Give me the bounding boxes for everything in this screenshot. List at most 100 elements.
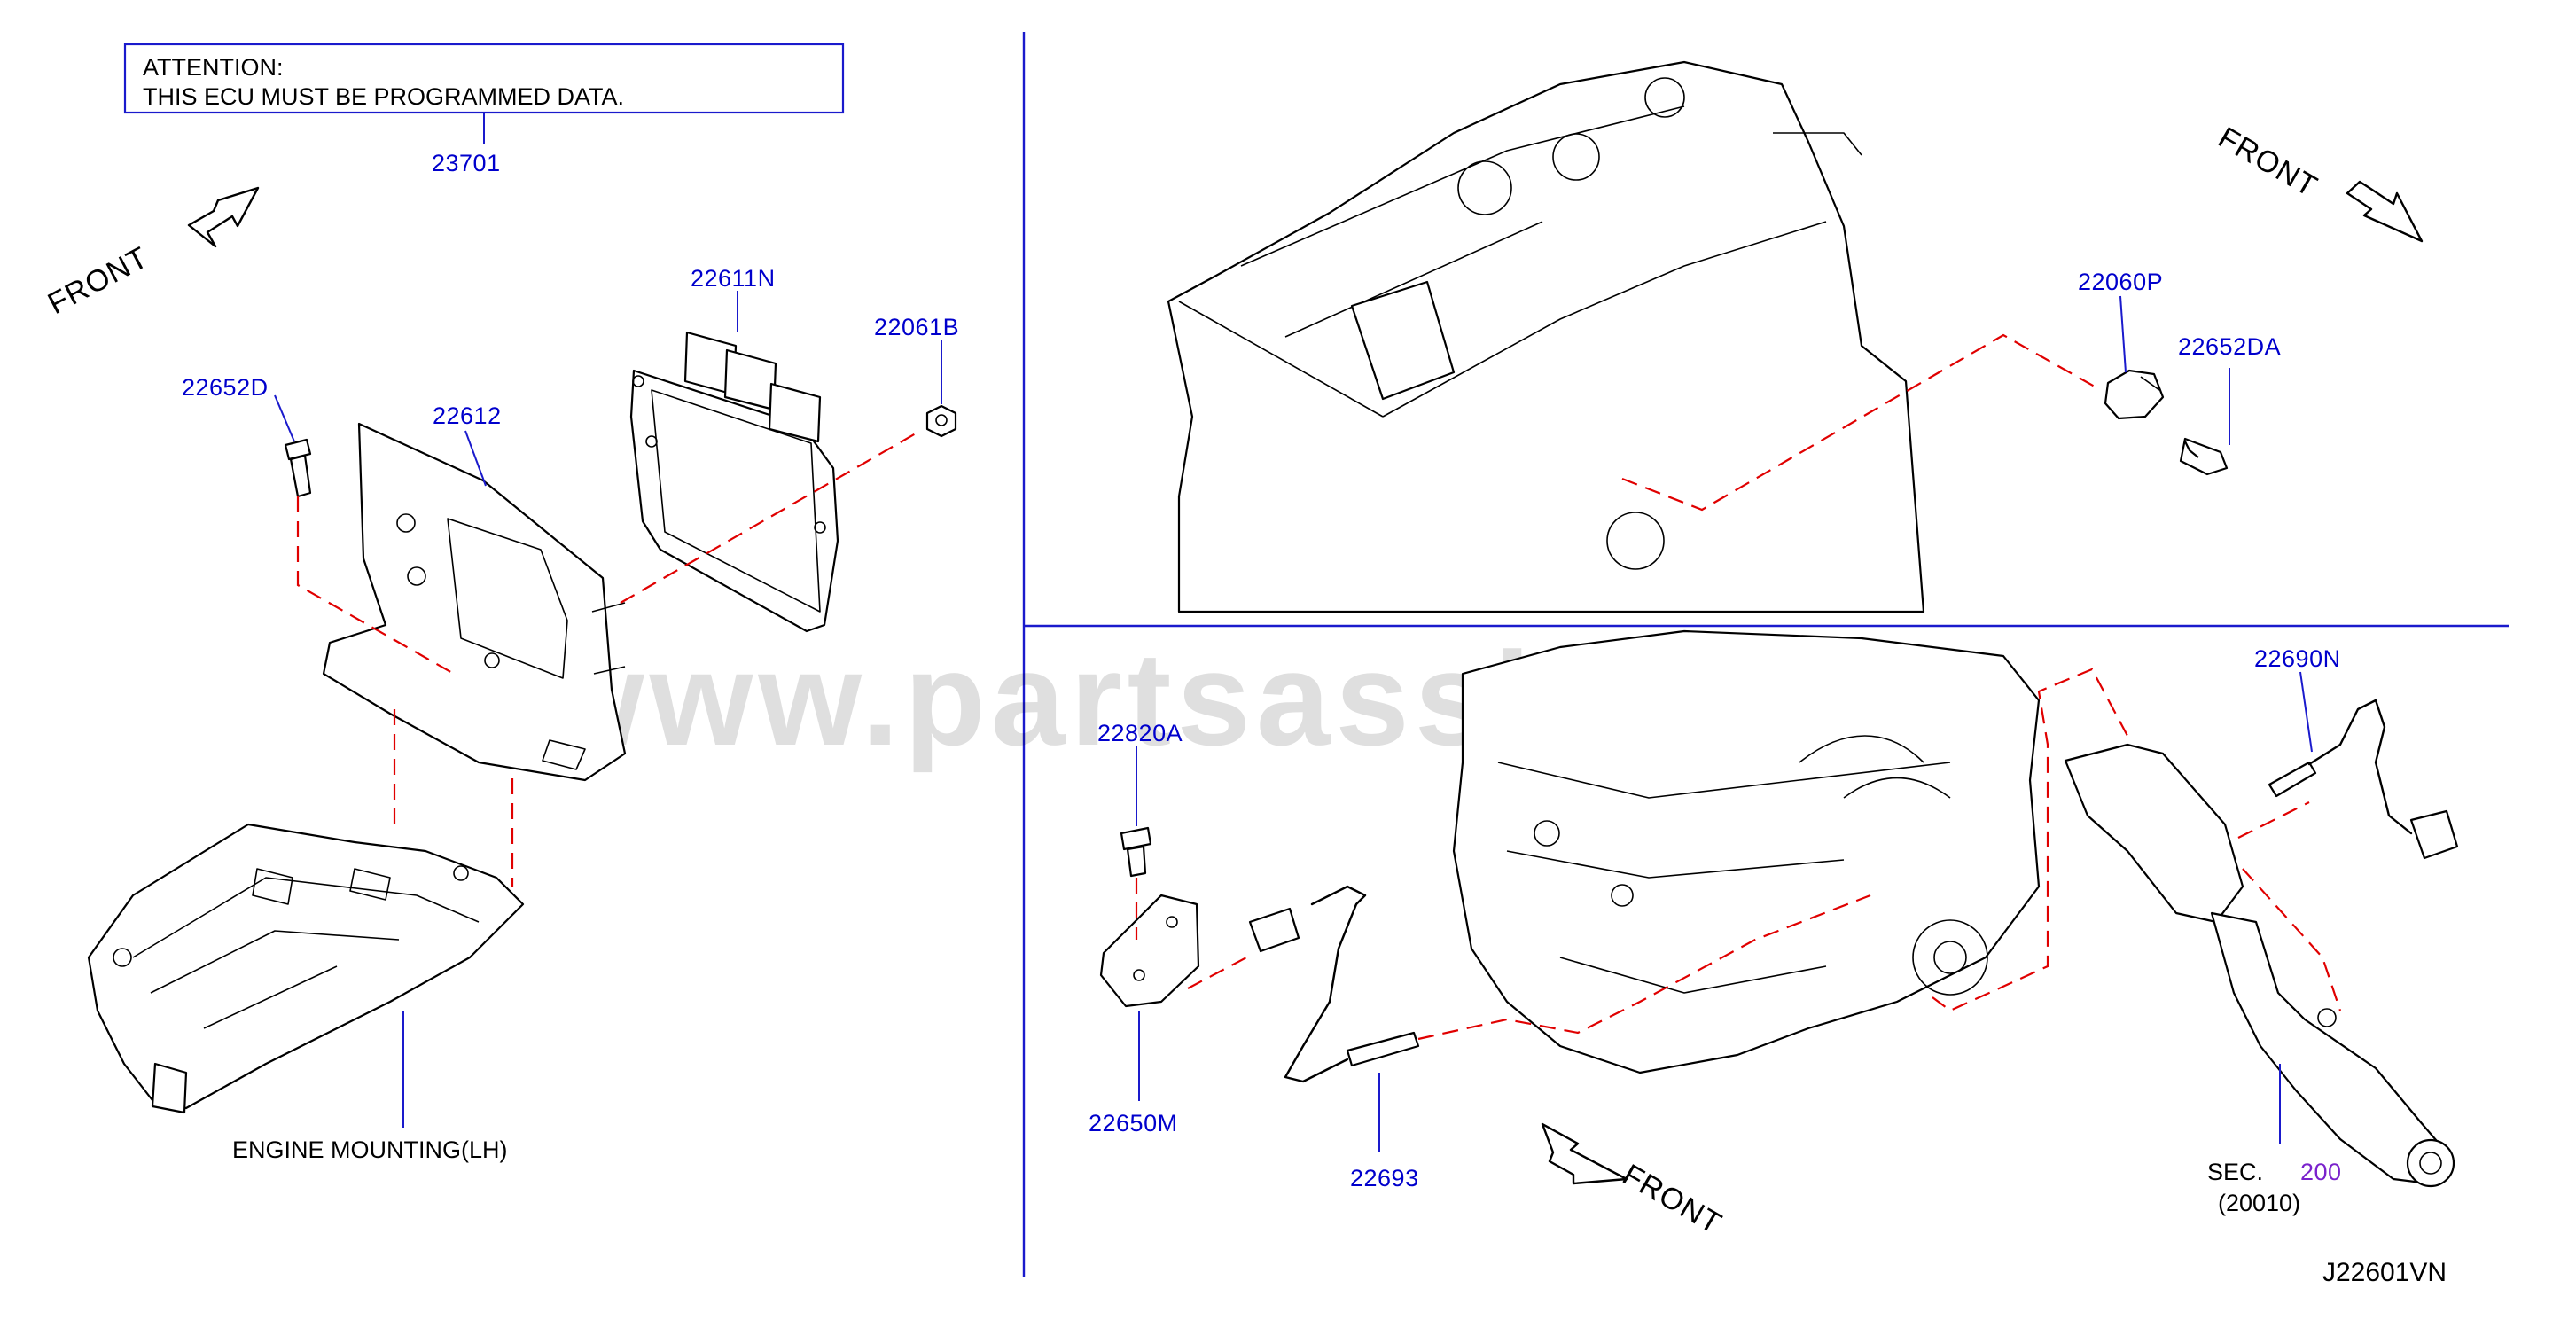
bracket-cutout bbox=[447, 518, 568, 679]
mounting-hole-2 bbox=[453, 865, 469, 881]
knock-sensor-edge bbox=[2140, 376, 2160, 391]
engine-bottom-contours bbox=[1497, 762, 1951, 994]
dash-bracket-to-connector bbox=[1187, 955, 1251, 989]
bolt-head bbox=[284, 438, 312, 461]
part-label-22060P[interactable]: 22060P bbox=[2078, 269, 2163, 295]
nut-hole bbox=[935, 414, 948, 426]
part-label-22693[interactable]: 22693 bbox=[1350, 1165, 1419, 1191]
front-arrow-bottom-icon bbox=[1541, 1122, 1628, 1185]
bolt-22652D-drawing bbox=[284, 438, 312, 498]
mounting-leg bbox=[151, 1062, 188, 1114]
notice-box bbox=[123, 43, 845, 114]
sec-ref-200[interactable]: 200 bbox=[2300, 1159, 2342, 1185]
engine-top-cap-1 bbox=[1457, 160, 1512, 215]
mounting-hole-1 bbox=[113, 948, 132, 967]
nut-drawing bbox=[925, 404, 957, 438]
cat-sensor-boss bbox=[2317, 1008, 2337, 1027]
front-label-left: FRONT bbox=[43, 240, 154, 321]
part-label-22612[interactable]: 22612 bbox=[433, 402, 502, 429]
o2-sensor-wire bbox=[1284, 885, 1367, 1083]
engine-bottom-block bbox=[1452, 629, 2041, 1074]
ecu-unit-drawing bbox=[629, 331, 839, 633]
ecu-connector-2 bbox=[723, 348, 777, 411]
part-label-22611N[interactable]: 22611N bbox=[691, 265, 776, 292]
af-sensor-body bbox=[2268, 761, 2317, 798]
ecu-hole-1 bbox=[632, 375, 644, 387]
leader-22690N bbox=[2299, 671, 2313, 753]
bracket-m-hole-1 bbox=[1133, 969, 1145, 981]
bolt-shank bbox=[289, 454, 312, 498]
notice-line-1: ATTENTION: bbox=[143, 54, 284, 81]
dash-engine-to-cat bbox=[1932, 668, 2128, 1012]
leader-22060P bbox=[2119, 295, 2127, 373]
engine-mounting-label: ENGINE MOUNTING(LH) bbox=[232, 1136, 508, 1163]
sec-label: SEC. bbox=[2207, 1159, 2263, 1185]
part-label-22061B[interactable]: 22061B bbox=[874, 314, 959, 340]
front-label-top-right: FRONT bbox=[2213, 121, 2323, 204]
bracket-hole-2 bbox=[407, 566, 426, 586]
part-label-22652D[interactable]: 22652D bbox=[182, 374, 269, 401]
part-label-22652DA[interactable]: 22652DA bbox=[2178, 333, 2281, 360]
front-arrow-top-right-icon bbox=[2346, 180, 2424, 243]
diagram-code: J22601VN bbox=[2322, 1258, 2447, 1287]
leader-22652D bbox=[274, 394, 295, 442]
bolt-da-head bbox=[2179, 437, 2229, 476]
bracket-tab bbox=[542, 739, 586, 770]
bracket-22650M-drawing bbox=[1099, 894, 1200, 1008]
ecu-connector-3 bbox=[768, 382, 822, 443]
cat-lower-shell bbox=[2210, 911, 2448, 1185]
engine-bottom-pulley bbox=[1912, 919, 1988, 996]
cat-outlet bbox=[2419, 1152, 2442, 1175]
part-label-22820A[interactable]: 22820A bbox=[1097, 720, 1183, 746]
dash-knock-sensor bbox=[1621, 333, 2102, 512]
engine-top-contours bbox=[1178, 105, 1827, 418]
bracket-hole-3 bbox=[484, 652, 500, 668]
mounting-ribs bbox=[132, 877, 480, 1029]
engine-mounting-drawing bbox=[87, 823, 525, 1114]
knock-sensor-drawing bbox=[2104, 369, 2165, 420]
engine-bottom-manifold bbox=[1799, 735, 1951, 799]
knock-sensor-body bbox=[2104, 369, 2165, 420]
engine-bottom-boss-1 bbox=[1534, 820, 1560, 847]
leader-22612 bbox=[464, 430, 487, 487]
bracket-m-hole-2 bbox=[1166, 916, 1178, 928]
engine-top-block bbox=[1167, 60, 1925, 613]
part-label-23701[interactable]: 23701 bbox=[432, 150, 501, 176]
dash-o2-sensor-to-engine bbox=[1417, 894, 1871, 1041]
af-sensor-connector bbox=[2409, 809, 2459, 860]
dash-bolt-to-bracket bbox=[296, 496, 455, 675]
engine-top-port bbox=[1606, 512, 1665, 570]
engine-top-cap-2 bbox=[1552, 133, 1600, 181]
notice-line-2: THIS ECU MUST BE PROGRAMMED DATA. bbox=[143, 83, 624, 110]
attention-notice: ATTENTION: THIS ECU MUST BE PROGRAMMED D… bbox=[123, 43, 845, 176]
part-label-22690N[interactable]: 22690N bbox=[2254, 645, 2341, 672]
o2-sensor-connector bbox=[1248, 907, 1300, 953]
bracket-plate bbox=[322, 422, 627, 782]
bracket-stud-1 bbox=[591, 602, 626, 613]
cat-upper-shell bbox=[2064, 743, 2244, 924]
front-indicator-bottom: FRONT bbox=[1541, 1122, 1728, 1241]
nut-body bbox=[925, 404, 957, 438]
sec-sub-label: (20010) bbox=[2218, 1190, 2300, 1216]
part-label-22650M[interactable]: 22650M bbox=[1089, 1110, 1178, 1136]
dash-af-sensor-to-cat bbox=[2237, 801, 2342, 1011]
ecu-hole-3 bbox=[814, 521, 826, 534]
o2-sensor-drawing bbox=[1248, 885, 1420, 1083]
engine-bottom-pulley-hub bbox=[1933, 941, 1967, 974]
bolt-a-head bbox=[1120, 826, 1152, 851]
dash-nut-to-stud bbox=[620, 429, 923, 604]
bolt-da-thread bbox=[2184, 441, 2199, 458]
front-arrow-left-icon bbox=[187, 186, 260, 248]
bracket-stud-2 bbox=[593, 666, 626, 675]
front-label-bottom: FRONT bbox=[1617, 1158, 1728, 1241]
bolt-22820A-drawing bbox=[1120, 826, 1152, 878]
o2-sensor-body bbox=[1346, 1031, 1420, 1067]
mounting-bosses bbox=[252, 868, 391, 905]
bracket-drawing bbox=[322, 422, 627, 782]
engine-top-hose bbox=[1773, 132, 1862, 156]
bracket-m-plate bbox=[1099, 894, 1200, 1008]
cat-outlet-flange bbox=[2406, 1138, 2455, 1188]
ecu-body bbox=[629, 369, 839, 633]
